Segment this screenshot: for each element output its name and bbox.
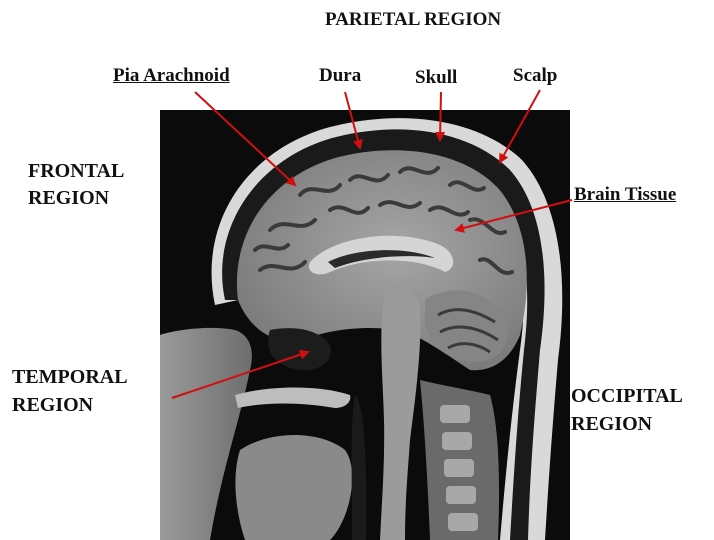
frontal-region-label-line1: FRONTAL xyxy=(28,158,124,185)
temporal-region-label-line1: TEMPORAL xyxy=(12,364,128,391)
occipital-region-label-line2: REGION xyxy=(571,411,652,438)
dura-label: Dura xyxy=(319,64,361,87)
occipital-region-label-line1: OCCIPITAL xyxy=(571,383,683,410)
parietal-region-label: PARIETAL REGION xyxy=(325,8,501,31)
skull-label: Skull xyxy=(415,66,457,89)
brain-tissue-label: Brain Tissue xyxy=(574,183,676,206)
scalp-label: Scalp xyxy=(513,64,557,87)
frontal-region-label-line2: REGION xyxy=(28,185,109,212)
pia-arachnoid-label: Pia Arachnoid xyxy=(113,64,230,87)
tongue xyxy=(235,435,352,540)
temporal-region-label-line2: REGION xyxy=(12,392,93,419)
